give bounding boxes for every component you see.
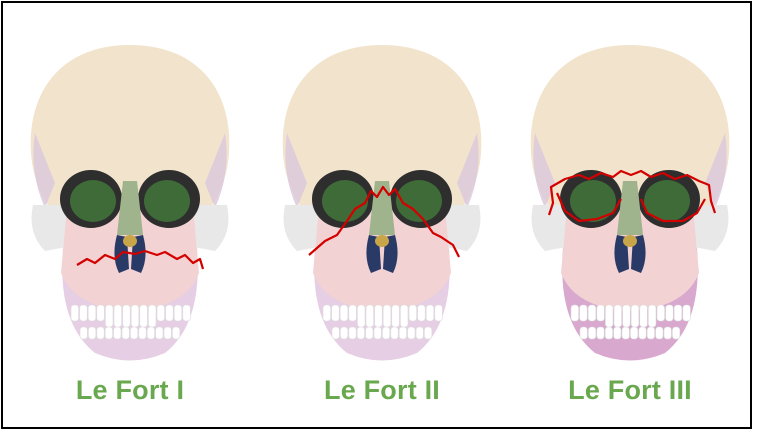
nasal-septum — [623, 235, 637, 247]
nasal-septum — [375, 235, 389, 247]
tooth — [323, 305, 331, 321]
tooth — [580, 305, 588, 321]
lower-tooth — [332, 327, 339, 339]
tooth — [640, 305, 648, 327]
tooth — [366, 305, 374, 327]
tooth — [683, 305, 691, 321]
lower-tooth — [340, 327, 347, 339]
lower-tooth — [349, 327, 356, 339]
lower-tooth — [114, 327, 121, 339]
tooth — [97, 305, 105, 321]
orbit-inner-left — [570, 180, 616, 222]
tooth — [166, 305, 174, 321]
nasal-septum — [123, 235, 137, 247]
tooth — [426, 305, 434, 321]
lower-tooth — [656, 327, 663, 339]
tooth — [418, 305, 426, 321]
lower-tooth — [597, 327, 604, 339]
tooth — [623, 305, 631, 327]
tooth — [614, 305, 622, 327]
lower-tooth — [580, 327, 587, 339]
tooth — [183, 305, 191, 321]
lower-tooth — [156, 327, 163, 339]
tooth — [674, 305, 682, 321]
tooth — [349, 305, 357, 321]
lower-tooth — [664, 327, 671, 339]
tooth — [392, 305, 400, 327]
lower-tooth — [605, 327, 612, 339]
lower-tooth — [122, 327, 129, 339]
tooth — [357, 305, 365, 327]
lower-tooth — [622, 327, 629, 339]
lower-tooth — [130, 327, 137, 339]
lower-tooth — [614, 327, 621, 339]
tooth — [383, 305, 391, 327]
lower-tooth — [88, 327, 95, 339]
tooth — [400, 305, 408, 327]
skull-le-fort-3 — [505, 23, 755, 368]
lower-tooth — [416, 327, 423, 339]
lower-tooth — [97, 327, 104, 339]
tooth — [571, 305, 579, 321]
lower-tooth — [172, 327, 179, 339]
lower-tooth — [399, 327, 406, 339]
tooth — [105, 305, 113, 327]
lower-tooth — [139, 327, 146, 339]
label-le-fort-3: Le Fort III — [505, 375, 755, 406]
lower-tooth — [382, 327, 389, 339]
tooth — [140, 305, 148, 327]
lower-tooth — [647, 327, 654, 339]
lower-tooth — [391, 327, 398, 339]
skull-le-fort-1 — [5, 23, 255, 368]
tooth — [631, 305, 639, 327]
tooth — [174, 305, 182, 321]
panel-le-fort-1: Le Fort I — [5, 3, 255, 431]
lower-tooth — [105, 327, 112, 339]
orbit-inner-left — [322, 180, 368, 222]
tooth — [131, 305, 139, 327]
panel-le-fort-3: Le Fort III — [505, 3, 755, 431]
tooth — [148, 305, 156, 327]
diagram-frame: Le Fort I Le Fort II Le Fort III — [1, 1, 752, 429]
tooth — [340, 305, 348, 321]
lower-tooth — [639, 327, 646, 339]
orbit-inner-left — [70, 180, 116, 222]
tooth — [648, 305, 656, 327]
lower-tooth — [164, 327, 171, 339]
skull-illustration — [31, 45, 230, 361]
lower-tooth — [588, 327, 595, 339]
skull-le-fort-2 — [257, 23, 507, 368]
tooth — [666, 305, 674, 321]
tooth — [332, 305, 340, 321]
lower-tooth — [80, 327, 87, 339]
tooth — [123, 305, 131, 327]
tooth — [157, 305, 165, 321]
panel-le-fort-2: Le Fort II — [257, 3, 507, 431]
tooth — [80, 305, 88, 321]
tooth — [597, 305, 605, 321]
label-le-fort-1: Le Fort I — [5, 375, 255, 406]
label-le-fort-2: Le Fort II — [257, 375, 507, 406]
skull-illustration — [283, 45, 482, 361]
tooth — [409, 305, 417, 321]
lower-tooth — [147, 327, 154, 339]
lower-tooth — [374, 327, 381, 339]
tooth — [88, 305, 96, 321]
tooth — [114, 305, 122, 327]
lower-tooth — [366, 327, 373, 339]
orbit-inner-right — [144, 180, 190, 222]
tooth — [657, 305, 665, 321]
lower-tooth — [630, 327, 637, 339]
tooth — [375, 305, 383, 327]
lower-tooth — [357, 327, 364, 339]
lower-tooth — [424, 327, 431, 339]
tooth — [605, 305, 613, 327]
tooth — [588, 305, 596, 321]
tooth — [71, 305, 79, 321]
lower-tooth — [672, 327, 679, 339]
tooth — [435, 305, 443, 321]
lower-tooth — [408, 327, 415, 339]
